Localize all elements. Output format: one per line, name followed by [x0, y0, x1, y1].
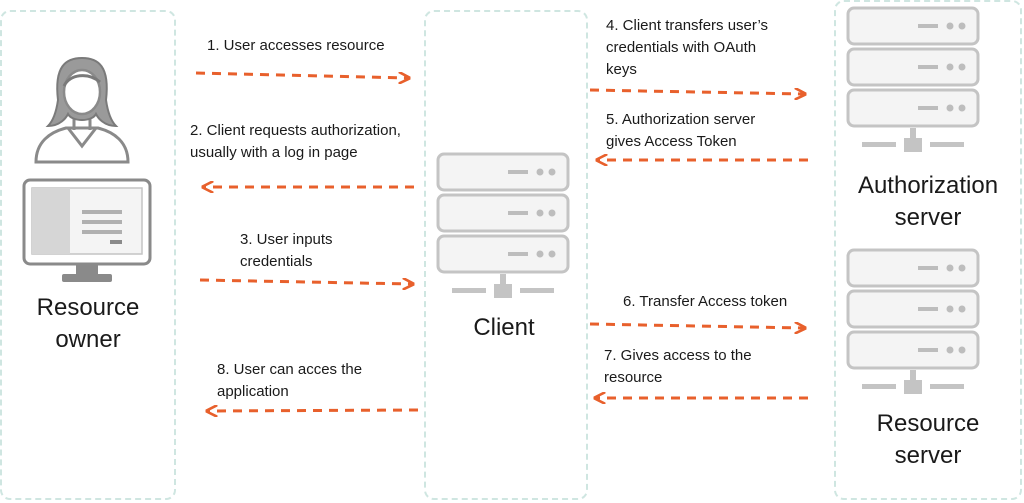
server-icon	[846, 6, 980, 152]
step-5-label: 5. Authorization server gives Access Tok…	[606, 111, 756, 150]
server-icon	[846, 248, 980, 394]
step-6-label: 6. Transfer Access token	[623, 293, 788, 310]
step-1-label: 1. User accesses resource	[207, 37, 385, 54]
resource-owner-panel	[0, 10, 176, 500]
arrow-step-3	[199, 280, 412, 284]
monitor-icon	[22, 178, 152, 282]
arrow-step-1	[195, 71, 408, 78]
step-2-label: 2. Client requests authorization, usuall…	[190, 122, 401, 161]
arrow-step-4	[589, 90, 804, 94]
step-8-label: 8. User can acces the application	[217, 361, 363, 400]
authorization-server-label: Authorization server	[857, 172, 999, 231]
arrow-step-8	[208, 410, 419, 411]
resource-owner-label: Resource owner	[36, 294, 140, 353]
step-7-label: 7. Gives access to the resource	[604, 347, 752, 386]
step-4-label: 4. Client transfers user’s credentials w…	[606, 17, 769, 78]
servers-panel	[834, 0, 1022, 500]
resource-server-label: Resource server	[876, 410, 980, 469]
server-icon	[436, 152, 570, 298]
client-panel	[424, 10, 588, 500]
step-3-label: 3. User inputs credentials	[240, 231, 333, 270]
client-label: Client	[473, 314, 535, 341]
person-icon	[34, 56, 130, 164]
arrow-step-6	[589, 324, 804, 328]
